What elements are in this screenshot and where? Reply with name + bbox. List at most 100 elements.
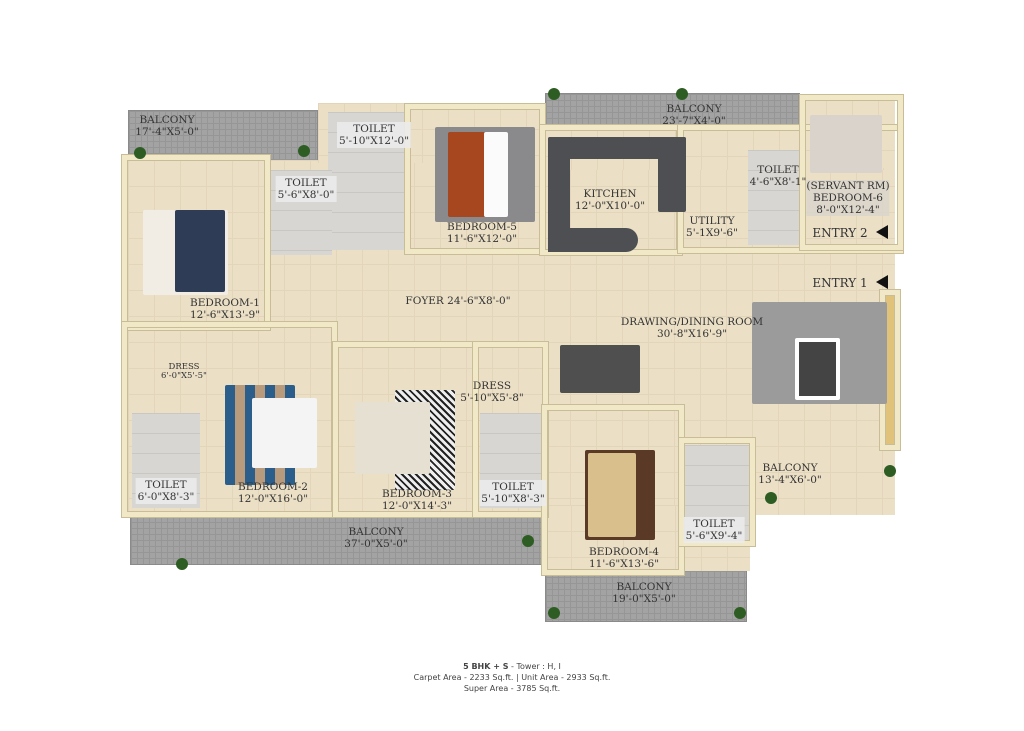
room-size: 6'-0"X8'-3": [137, 491, 195, 503]
bed-bedroom3: [355, 402, 430, 474]
plant-icon: [134, 147, 146, 159]
room-name: BEDROOM-5: [447, 221, 517, 233]
balcony-se: [545, 570, 747, 622]
coffee-table: [795, 338, 840, 400]
kitchen-counter: [548, 137, 686, 159]
room-name: BEDROOM-6: [813, 192, 883, 204]
room-size: 19'-0"X5'-0": [612, 593, 676, 605]
bed-bedroom2: [252, 398, 317, 468]
bed-bedroom5-sheet: [484, 132, 508, 217]
room-prefix: (SERVANT RM): [806, 180, 890, 192]
room-name: BALCONY: [139, 114, 195, 126]
room-name: BALCONY: [616, 581, 672, 593]
room-name: FOYER 24'-6"X8'-0": [405, 295, 511, 307]
carpet-unit-area: Carpet Area - 2233 Sq.ft. | Unit Area - …: [413, 673, 611, 682]
room-name: BALCONY: [666, 103, 722, 115]
bed-bedroom6: [810, 115, 882, 173]
room-name: BEDROOM-1: [190, 297, 260, 309]
label-entry2: ENTRY 2: [812, 227, 867, 239]
caption-line-1: 5 BHK + S - Tower : H, I: [0, 661, 1024, 672]
plant-icon: [734, 607, 746, 619]
room-size: 5'-10"X5'-8": [460, 392, 524, 404]
bed-bedroom4-cover: [588, 453, 636, 537]
entry2-arrow-icon: [876, 225, 888, 239]
room-name: TOILET: [145, 479, 187, 491]
room-size: 11'-6"X12'-0": [446, 233, 518, 245]
wall-bedroom1: [122, 155, 270, 330]
label-foyer: FOYER 24'-6"X8'-0": [405, 295, 510, 307]
room-name: BEDROOM-4: [589, 546, 659, 558]
plant-icon: [548, 607, 560, 619]
kitchen-island: [548, 228, 638, 252]
toilet-servant-floor: [748, 150, 800, 245]
room-size: 5'-6"X9'-4": [685, 530, 743, 542]
unit-type: 5 BHK + S: [463, 662, 509, 671]
balcony-nw: [128, 110, 318, 162]
kitchen-counter-right: [658, 137, 686, 212]
room-name: TOILET: [353, 123, 395, 135]
kitchen-counter-left: [548, 137, 570, 252]
room-name: BALCONY: [762, 462, 818, 474]
room-size: 5'-1X9'-6": [686, 227, 738, 239]
room-name: DRESS: [168, 362, 200, 372]
entry1-arrow-icon: [876, 275, 888, 289]
room-size: 30'-8"X16'-9": [656, 328, 728, 340]
room-size: 11'-6"X13'-6": [588, 558, 660, 570]
room-name: TOILET: [757, 164, 799, 176]
room-name: TOILET: [285, 177, 327, 189]
balcony-n: [545, 93, 800, 131]
tower-info: - Tower : H, I: [508, 662, 561, 671]
room-name: BEDROOM-2: [238, 481, 308, 493]
room-size: 8'-0"X12'-4": [816, 204, 880, 216]
room-name: DRESS: [472, 380, 512, 392]
plant-icon: [522, 535, 534, 547]
room-name: BALCONY: [348, 526, 404, 538]
room-size: 37'-0"X5'-0": [344, 538, 408, 550]
room-name: BEDROOM-3: [382, 488, 452, 500]
area-caption: 5 BHK + S - Tower : H, I Carpet Area - 2…: [0, 661, 1024, 694]
plant-icon: [676, 88, 688, 100]
room-name: KITCHEN: [583, 188, 637, 200]
room-size: 12'-0"X16'-0": [237, 493, 309, 505]
room-size: 4'-6"X8'-1": [749, 176, 807, 188]
room-size: 5'-6"X8'-0": [277, 189, 335, 201]
room-size: 12'-0"X10'-0": [574, 200, 646, 212]
label-entry1: ENTRY 1: [812, 277, 867, 289]
room-size: 13'-4"X6'-0": [758, 474, 822, 486]
room-size: 5'-10"X8'-3": [481, 493, 545, 505]
room-name: UTILITY: [689, 215, 735, 227]
room-size: 23'-7"X4'-0": [662, 115, 726, 127]
room-name: TOILET: [492, 481, 534, 493]
balcony-s: [130, 515, 542, 565]
room-name: TOILET: [693, 518, 735, 530]
room-name: ENTRY 2: [812, 226, 868, 240]
plant-icon: [765, 492, 777, 504]
room-size: 6'-0"X5'-5": [161, 371, 207, 381]
room-size: 12'-0"X14'-3": [381, 500, 453, 512]
plant-icon: [176, 558, 188, 570]
wall-toilet-b4: [679, 438, 755, 546]
room-size: 17'-4"X5'-0": [135, 126, 199, 138]
plant-icon: [298, 145, 310, 157]
